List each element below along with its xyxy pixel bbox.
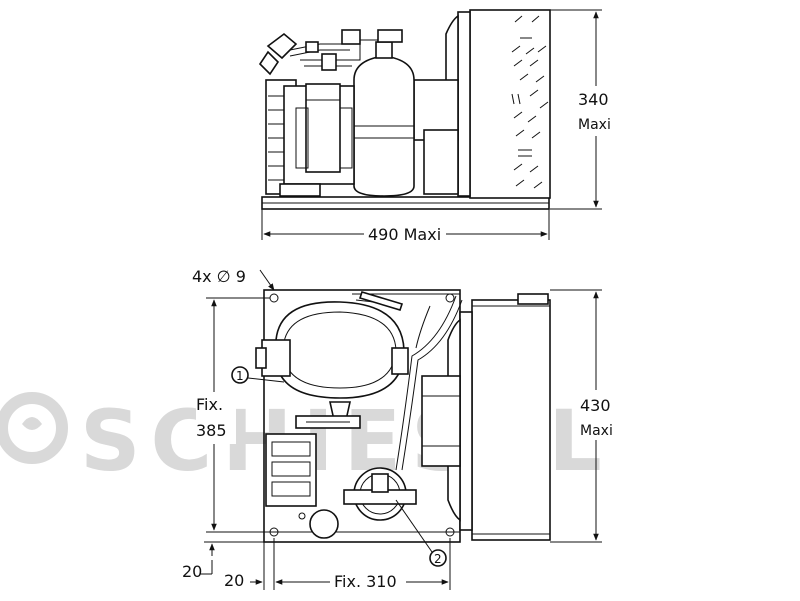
fix-height-value: 385: [196, 421, 227, 440]
callout-2-label: 2: [434, 552, 442, 566]
callout-1: 1: [231, 366, 285, 384]
side-condenser-fins: [511, 15, 549, 189]
depth-note: Maxi: [580, 423, 613, 439]
offset-vertical-value: 20: [182, 562, 202, 581]
holes-dimension: 4x ∅ 9: [192, 267, 275, 291]
top-round-component: [309, 467, 417, 539]
top-view: 1 2 4x ∅ 9 Fix. 385 430: [182, 267, 616, 592]
mounting-hole: [445, 293, 455, 303]
side-height-value: 340: [578, 90, 609, 109]
fix-width-dimension: 20 Fix. 310: [224, 538, 451, 592]
top-compressor: [255, 301, 409, 429]
side-receiver-tank: [353, 41, 415, 197]
callout-1-label: 1: [236, 369, 244, 383]
depth-dimension: 430 Maxi: [550, 289, 616, 543]
fix-height-label: Fix.: [196, 395, 223, 414]
side-height-dimension: 340 Maxi: [550, 9, 614, 210]
fix-width-label: Fix. 310: [334, 572, 397, 591]
fix-height-dimension: Fix. 385: [196, 297, 270, 533]
top-condenser: [421, 293, 551, 541]
offset-horizontal-value: 20: [224, 571, 244, 590]
side-width-label: 490 Maxi: [368, 225, 441, 244]
side-piping: [258, 29, 403, 76]
side-view: 340 Maxi 490 Maxi: [258, 9, 614, 244]
side-compressor: [265, 79, 355, 197]
depth-value: 430: [580, 396, 611, 415]
offset-vertical-dimension: 20: [182, 541, 264, 581]
watermark-logo-icon: [0, 392, 68, 464]
mounting-hole: [269, 293, 279, 303]
mounting-hole: [445, 527, 455, 537]
side-width-dimension: 490 Maxi: [261, 209, 550, 244]
callout-2: 2: [395, 499, 447, 567]
holes-label: 4x ∅ 9: [192, 267, 246, 286]
top-electrical-box: [265, 433, 317, 520]
top-fan-motor: [421, 375, 461, 467]
side-condenser: [445, 9, 551, 199]
top-piping: [352, 291, 463, 471]
side-height-note: Maxi: [578, 117, 611, 133]
